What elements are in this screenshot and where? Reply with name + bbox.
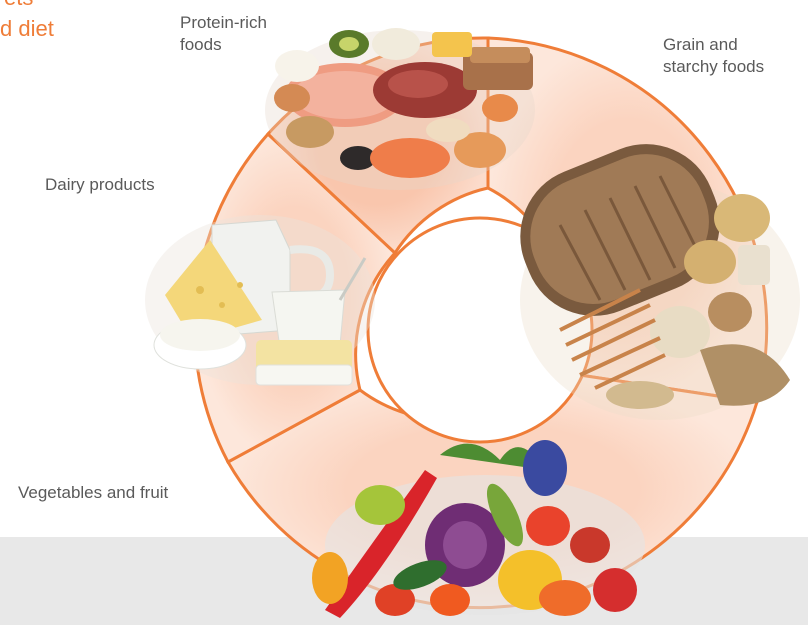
protein-foods-image [265,28,535,190]
label-protein-foods: Protein-rich foods [180,12,267,56]
label-vegetables-fruit-line-1: Vegetables and fruit [18,482,168,504]
label-protein-foods-line-1: Protein-rich [180,12,267,34]
label-grain-starchy-line-2: starchy foods [663,56,764,78]
label-protein-foods-line-2: foods [180,34,267,56]
label-vegetables-fruit: Vegetables and fruit [18,482,168,504]
label-grain-starchy: Grain and starchy foods [663,34,764,78]
label-dairy: Dairy products [45,174,155,196]
label-grain-starchy-line-1: Grain and [663,34,764,56]
label-dairy-line-1: Dairy products [45,174,155,196]
dairy-products-image [145,215,375,385]
